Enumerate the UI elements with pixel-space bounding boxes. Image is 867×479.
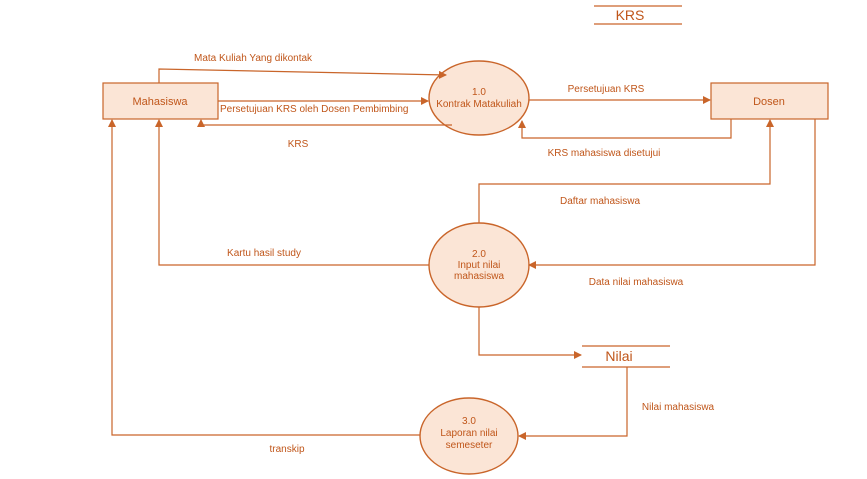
flow-mata-kuliah-label: Mata Kuliah Yang dikontak [194,53,313,64]
process-1-name: Kontrak Matakuliah [436,99,522,110]
flow-transkip: transkip [108,119,420,455]
process-1-number: 1.0 [472,87,486,98]
entity-dosen: Dosen [710,82,829,120]
flow-daftar-mahasiswa: Daftar mahasiswa [478,119,774,223]
data-store-nilai: Nilai [582,345,670,368]
process-2-input-nilai: 2.0 Input nilai mahasiswa [428,222,530,308]
flow-to-nilai-store [478,307,582,359]
data-store-nilai-label: Nilai [605,348,632,364]
flow-krs-disetujui-label: KRS mahasiswa disetujui [548,148,661,159]
process-2-name-line2: mahasiswa [454,271,504,282]
entity-mahasiswa-label: Mahasiswa [132,96,188,108]
flow-transkip-label: transkip [269,444,304,455]
flow-persetujuan-dosen-label: Persetujuan KRS oleh Dosen Pembimbing [220,104,408,115]
process-2-name-line1: Input nilai [458,260,501,271]
flow-krs: KRS [197,119,452,150]
entity-dosen-label: Dosen [753,96,785,108]
flow-mata-kuliah: Mata Kuliah Yang dikontak [158,53,447,83]
data-store-krs: KRS [594,5,682,25]
flow-persetujuan-dosen: Persetujuan KRS oleh Dosen Pembimbing [218,97,429,115]
flow-data-nilai-label: Data nilai mahasiswa [589,277,684,288]
flow-daftar-mahasiswa-label: Daftar mahasiswa [560,196,640,207]
process-3-laporan-nilai: 3.0 Laporan nilai semeseter [419,397,519,475]
flow-nilai-mahasiswa: Nilai mahasiswa [518,367,715,440]
process-3-name-line1: Laporan nilai [440,428,497,439]
process-3-name-line2: semeseter [446,440,493,451]
flow-kartu-hasil-label: Kartu hasil study [227,248,301,259]
data-store-krs-label: KRS [616,7,645,23]
flow-krs-label: KRS [288,139,309,150]
entity-mahasiswa: Mahasiswa [102,82,219,120]
flow-persetujuan-krs: Persetujuan KRS [529,84,711,104]
process-3-number: 3.0 [462,416,476,427]
flow-data-nilai: Data nilai mahasiswa [528,119,816,288]
flow-krs-disetujui: KRS mahasiswa disetujui [518,119,732,159]
flow-persetujuan-krs-label: Persetujuan KRS [568,84,645,95]
flow-nilai-mahasiswa-label: Nilai mahasiswa [642,402,715,413]
flow-kartu-hasil: Kartu hasil study [155,119,429,266]
process-1-kontrak-matakuliah: 1.0 Kontrak Matakuliah [428,60,530,136]
process-2-number: 2.0 [472,249,486,260]
